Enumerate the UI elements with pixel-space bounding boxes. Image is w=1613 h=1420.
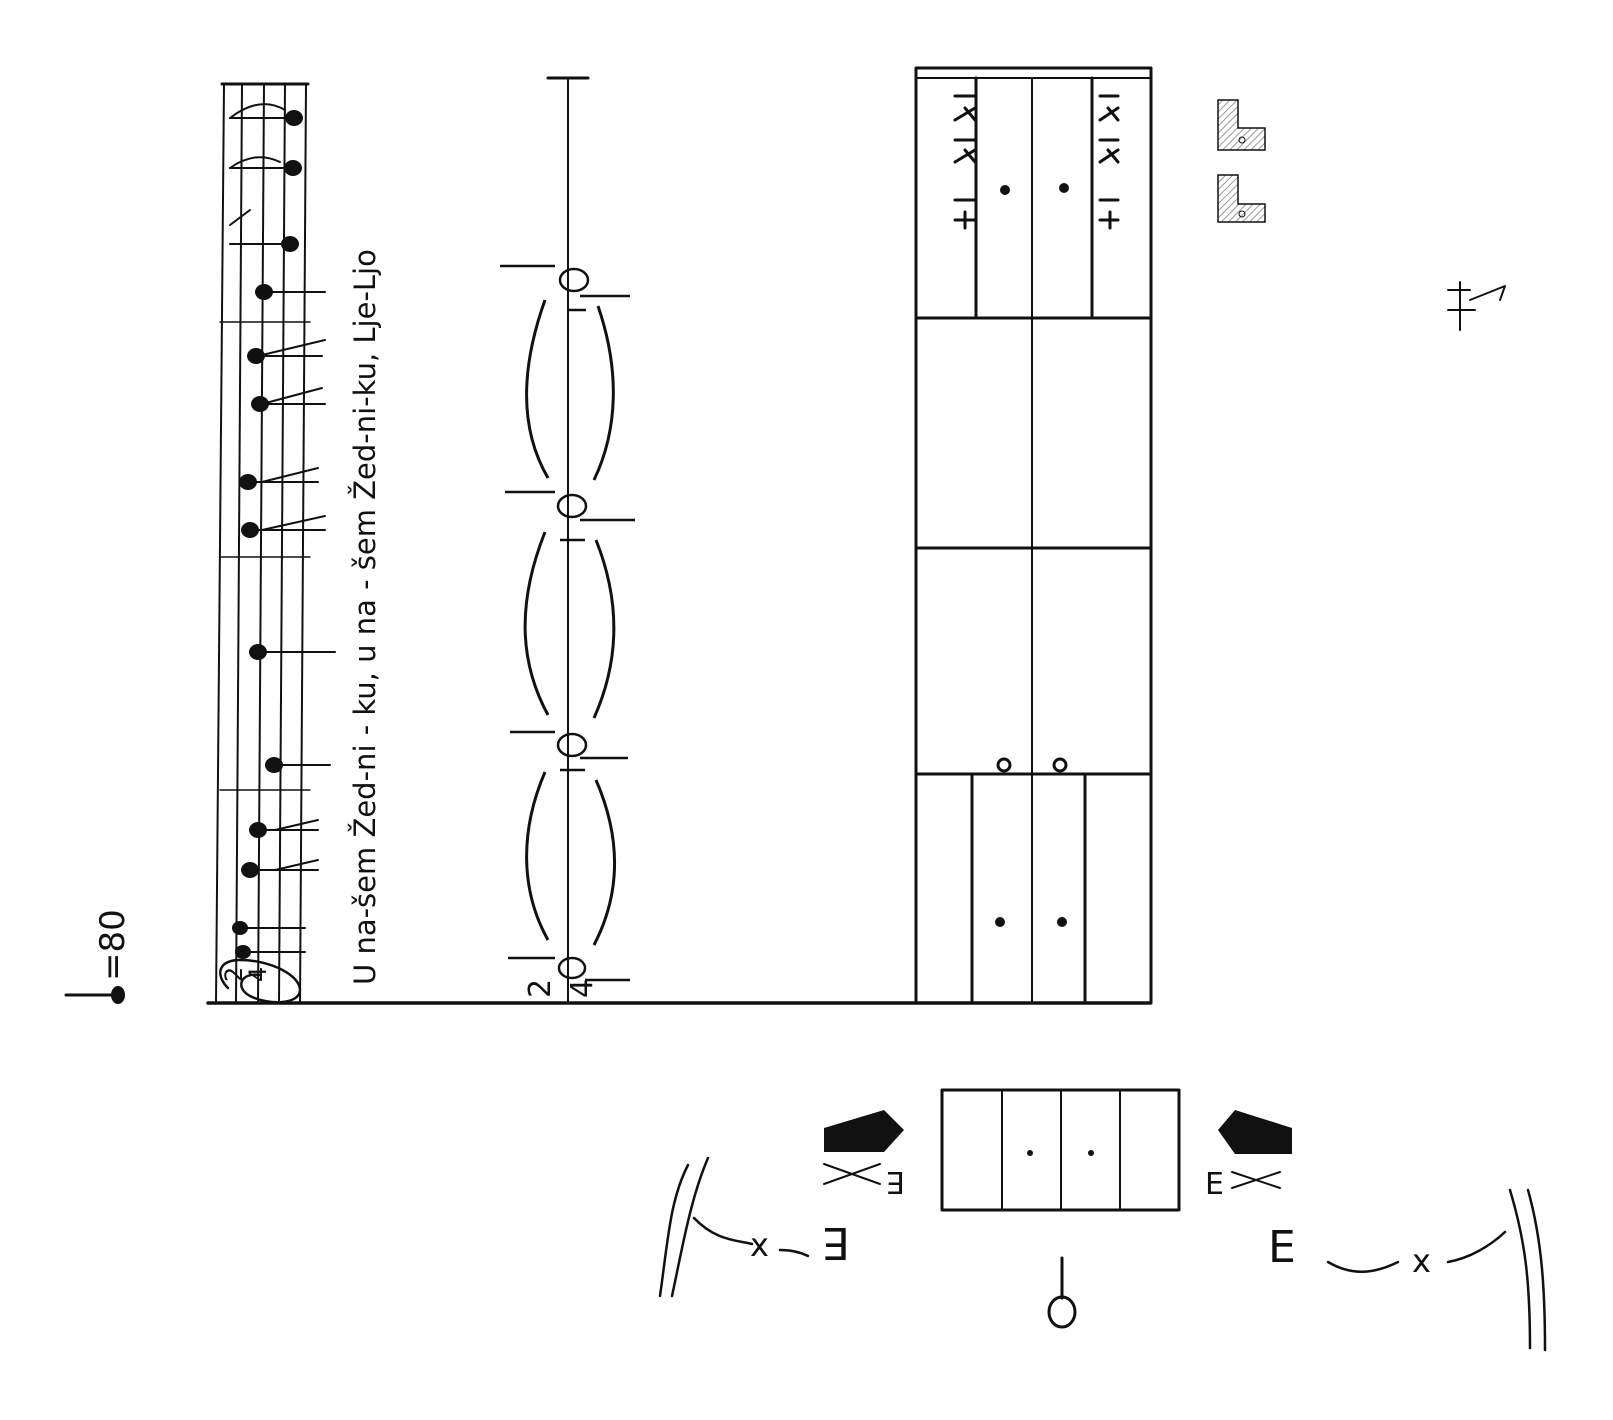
note [249, 822, 319, 838]
left-upper-marker: E [886, 1164, 905, 1199]
note [235, 945, 306, 959]
hold-sign [996, 757, 1012, 773]
kinetogram-staff [914, 66, 1153, 1005]
half-note [500, 264, 630, 312]
direction-pin-icon [1447, 281, 1506, 331]
rhythm-time-signature: 2 4 [523, 979, 600, 998]
note [229, 236, 299, 252]
middle-level-dot [995, 917, 1005, 927]
kinetogram-frame [914, 66, 1153, 1005]
right-direction-sign [1218, 1110, 1292, 1189]
lyrics: U na-šem Žed-ni - ku, u na - šem Žed-ni-… [348, 249, 382, 985]
area-sign [1217, 174, 1266, 223]
note [255, 284, 326, 300]
starting-position: E E E E x x [658, 1088, 1547, 1352]
note [239, 474, 319, 490]
staff-lines [215, 83, 307, 1004]
note [241, 862, 319, 878]
half-note [510, 730, 628, 772]
left-direction-sign [823, 1110, 904, 1185]
hold-sign [1052, 757, 1068, 773]
half-note [505, 490, 635, 542]
middle-level-dot [1057, 917, 1067, 927]
hatched-area-sign-icon [1217, 99, 1266, 223]
support-columns-top [974, 76, 1094, 320]
arm-gesture-signs-right [1098, 94, 1120, 230]
treble-clef-icon [219, 958, 302, 1004]
quarter-note-icon [64, 986, 125, 1004]
right-marker: E [1268, 1222, 1296, 1273]
rhythm-time-top: 2 [523, 979, 558, 998]
tempo-value: =80 [93, 909, 133, 981]
left-marker: E [822, 1217, 850, 1268]
start-position-pin-icon [1047, 1256, 1077, 1329]
slurs [523, 299, 616, 946]
right-x-mark: x [1412, 1242, 1431, 1280]
note [247, 348, 323, 364]
rhythm-time-bottom: 4 [565, 979, 600, 998]
right-upper-marker: E [1205, 1167, 1224, 1202]
left-x-mark: x [750, 1226, 769, 1264]
middle-level-dot [1000, 185, 1010, 195]
note [229, 110, 303, 126]
time-signature-bottom: 4 [244, 967, 272, 982]
note [232, 921, 306, 935]
rhythm-staff: 2 4 [500, 76, 635, 1004]
half-note [508, 956, 630, 982]
left-bracket [658, 1156, 810, 1298]
time-signature-top: 2 [220, 967, 248, 982]
support-columns-bottom [970, 772, 1087, 1005]
time-signature: 2 4 [220, 967, 272, 982]
melody-staff: 2 4 U na-šem Žed-ni - ku, u na - šem Žed… [215, 82, 382, 1004]
kinetogram-measure-lines [914, 316, 1153, 776]
melody-notes [229, 103, 336, 959]
right-bracket [1326, 1188, 1547, 1352]
note [229, 160, 302, 176]
area-sign [1217, 99, 1266, 151]
note [265, 757, 331, 773]
note [249, 644, 336, 660]
note [251, 396, 326, 412]
bar-lines [219, 321, 311, 791]
arm-gesture-signs-left [953, 94, 977, 230]
tempo-mark: =80 [64, 909, 133, 1004]
direction-symbols [995, 183, 1069, 927]
half-notes [500, 264, 635, 982]
middle-level-dot [1059, 183, 1069, 193]
